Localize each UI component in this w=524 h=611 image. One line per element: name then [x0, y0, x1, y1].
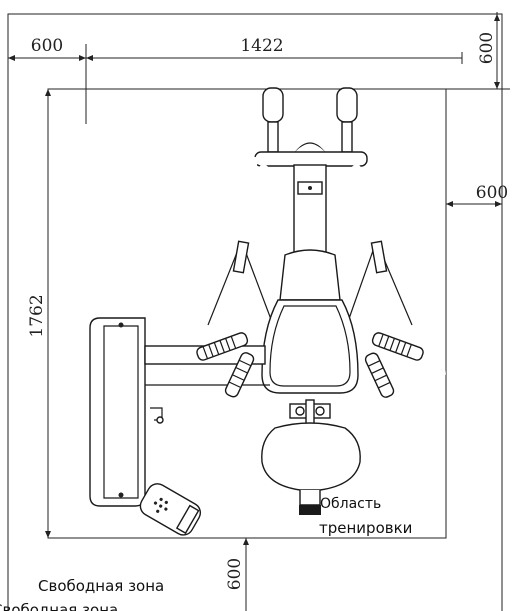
- arrow-left: [8, 55, 15, 61]
- arrow-right-a: [446, 201, 453, 207]
- left-cable-a: [207, 244, 241, 326]
- backrest-top: [279, 249, 341, 301]
- left-clearance-label: 600: [31, 36, 63, 56]
- arrow-length-top: [45, 89, 51, 96]
- arrow-bottom-a: [243, 538, 249, 545]
- arrow-right-b: [495, 201, 502, 207]
- exercise-machine-drawing: [89, 87, 446, 536]
- seat-post-base: [299, 505, 321, 515]
- right-grip-stem: [341, 121, 353, 153]
- training-area-label-line1: Область: [320, 496, 381, 512]
- left-side-pad: [89, 317, 146, 507]
- left-top-grip: [262, 87, 284, 123]
- right-cable-b: [344, 244, 376, 331]
- left-cable-b: [242, 244, 276, 331]
- seat-post: [299, 490, 321, 506]
- arrow-top-clearance-a: [494, 14, 500, 21]
- front-seat: [261, 422, 361, 491]
- right-side-handle: [371, 332, 424, 361]
- left-lower-handle: [224, 352, 255, 398]
- left-side-pad-inner: [103, 325, 139, 499]
- width-label: 1422: [240, 36, 283, 56]
- arrow-length-bottom: [45, 531, 51, 538]
- length-label: 1762: [27, 294, 47, 337]
- left-side-handle: [196, 332, 249, 361]
- bottom-clearance-label: 600: [225, 558, 245, 590]
- foot-control: [139, 483, 202, 536]
- free-zone-label-line1: Свободная зона: [38, 577, 164, 595]
- free-zone-label-line2: Свободная зона: [0, 601, 118, 611]
- left-pulley: [232, 240, 250, 274]
- right-pulley: [370, 240, 388, 274]
- right-top-grip: [336, 87, 358, 123]
- training-area-label-line2: тренировки: [319, 519, 412, 537]
- top-crossbar: [254, 151, 368, 167]
- left-grip-stem: [267, 121, 279, 153]
- arrow-top-clearance-b: [494, 82, 500, 89]
- seat-back-pad: [261, 299, 359, 394]
- arrow-left-inner: [79, 55, 86, 61]
- free-zone-boundary: [7, 13, 503, 611]
- right-clearance-label: 600: [476, 183, 508, 203]
- arrow-width-start: [86, 55, 93, 61]
- seat-inner-outline: [269, 305, 351, 387]
- top-clearance-label: 600: [477, 32, 497, 64]
- right-lower-handle: [364, 352, 395, 398]
